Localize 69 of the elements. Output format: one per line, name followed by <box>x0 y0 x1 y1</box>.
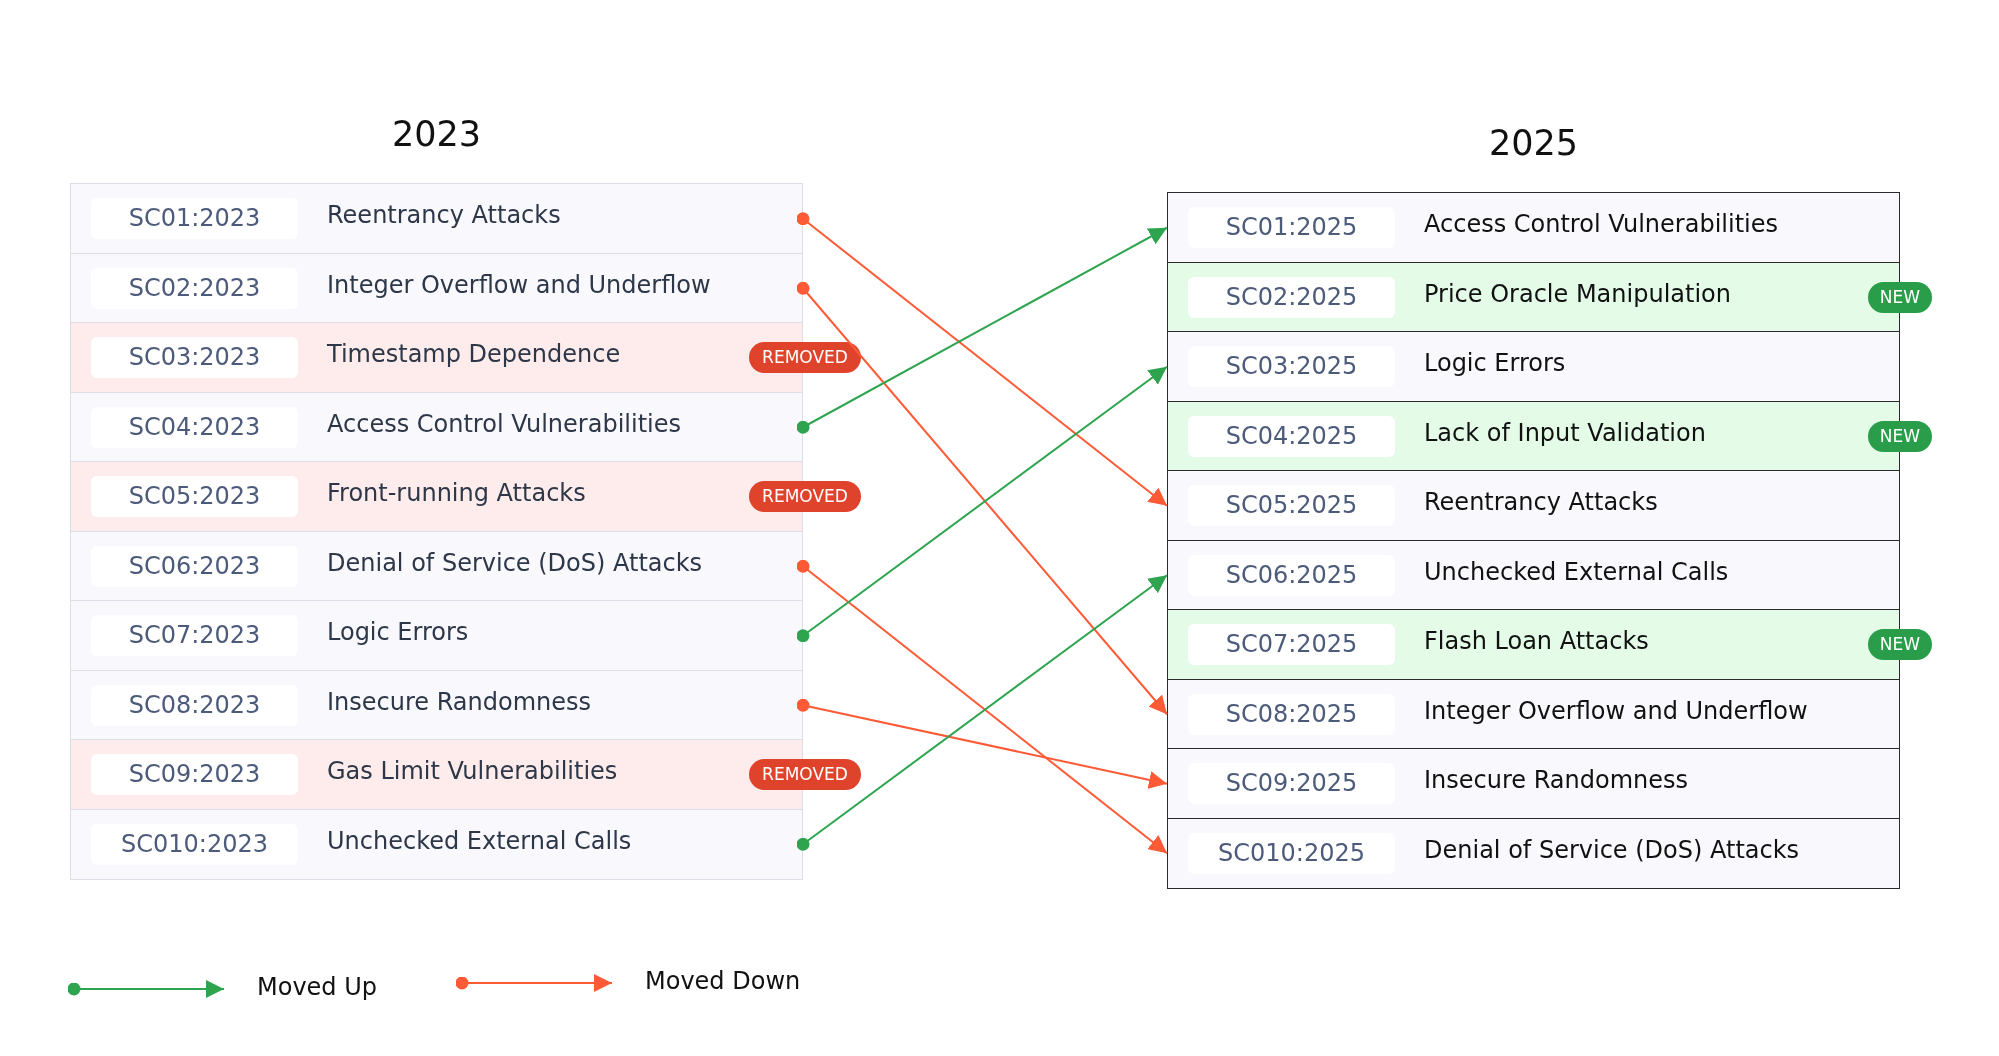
risk-name: Logic Errors <box>327 618 469 646</box>
risk-name: Denial of Service (DoS) Attacks <box>1424 835 1800 864</box>
risk-code: SC04:2023 <box>91 406 298 448</box>
status-badge: REMOVED <box>749 342 861 373</box>
arrow <box>796 365 1168 643</box>
arrow <box>796 698 1168 789</box>
risk-name: Logic Errors <box>1424 349 1566 377</box>
table-row <box>1168 679 1899 749</box>
status-badge: NEW <box>1868 281 1932 313</box>
risk-name: Unchecked External Calls <box>1424 557 1729 586</box>
risk-code: SC08:2025 <box>1188 693 1395 735</box>
table-row <box>1168 332 1899 402</box>
status-badge: REMOVED <box>749 759 861 790</box>
risk-name: Access Control Vulnerabilities <box>327 409 681 438</box>
risk-name: Front-running Attacks <box>327 479 586 507</box>
arrow <box>796 226 1168 434</box>
risk-code: SC02:2025 <box>1188 276 1395 318</box>
risk-code: SC06:2025 <box>1188 554 1395 596</box>
risk-name: Lack of Input Validation <box>1424 418 1706 447</box>
risk-code: SC06:2023 <box>91 545 298 587</box>
risk-code: SC01:2025 <box>1188 207 1395 248</box>
table-row <box>1168 540 1899 610</box>
risk-name: Reentrancy Attacks <box>1424 488 1658 516</box>
table-row <box>71 392 802 462</box>
arrow <box>796 212 1168 507</box>
risk-name: Insecure Randomness <box>327 687 592 716</box>
risk-code: SC05:2023 <box>91 476 298 517</box>
risk-code: SC07:2025 <box>1188 624 1395 665</box>
status-badge: NEW <box>1868 420 1932 452</box>
risk-code: SC010:2025 <box>1188 832 1395 874</box>
risk-code: SC010:2023 <box>91 823 298 865</box>
table-row <box>1168 749 1899 819</box>
table-row <box>71 809 802 879</box>
arrow <box>796 281 1168 716</box>
status-badge: NEW <box>1868 629 1932 660</box>
status-badge: REMOVED <box>749 481 861 512</box>
table-title: 2025 <box>1488 123 1579 163</box>
risk-name: Access Control Vulnerabilities <box>1424 210 1778 238</box>
risk-name: Unchecked External Calls <box>327 826 632 855</box>
table-row <box>1168 193 1899 263</box>
risk-name: Timestamp Dependence <box>327 340 621 368</box>
risk-code: SC09:2023 <box>91 754 298 795</box>
risk-code: SC09:2025 <box>1188 763 1395 804</box>
risk-name: Price Oracle Manipulation <box>1424 279 1731 308</box>
risk-name: Integer Overflow and Underflow <box>1424 696 1808 725</box>
legend-label: Moved Down <box>645 967 801 995</box>
risk-name: Integer Overflow and Underflow <box>327 270 711 299</box>
risk-code: SC08:2023 <box>91 684 298 726</box>
table-title: 2023 <box>391 114 482 154</box>
risk-name: Denial of Service (DoS) Attacks <box>327 548 703 577</box>
table-row <box>71 531 802 601</box>
table-row <box>71 184 802 254</box>
risk-name: Flash Loan Attacks <box>1424 627 1649 655</box>
risk-code: SC01:2023 <box>91 198 298 239</box>
risk-name: Insecure Randomness <box>1424 766 1689 794</box>
risk-code: SC03:2025 <box>1188 346 1395 387</box>
legend-label: Moved Up <box>257 973 378 1001</box>
table-row <box>71 670 802 740</box>
risk-code: SC02:2023 <box>91 267 298 309</box>
risk-code: SC07:2023 <box>91 615 298 656</box>
table-row <box>71 253 802 323</box>
risk-name: Reentrancy Attacks <box>327 201 561 229</box>
table-row <box>1168 471 1899 541</box>
risk-name: Gas Limit Vulnerabilities <box>327 757 618 785</box>
risk-code: SC03:2023 <box>91 337 298 378</box>
table-row <box>71 601 802 671</box>
table-row <box>1168 818 1899 888</box>
risk-code: SC05:2025 <box>1188 485 1395 526</box>
risk-code: SC04:2025 <box>1188 415 1395 457</box>
